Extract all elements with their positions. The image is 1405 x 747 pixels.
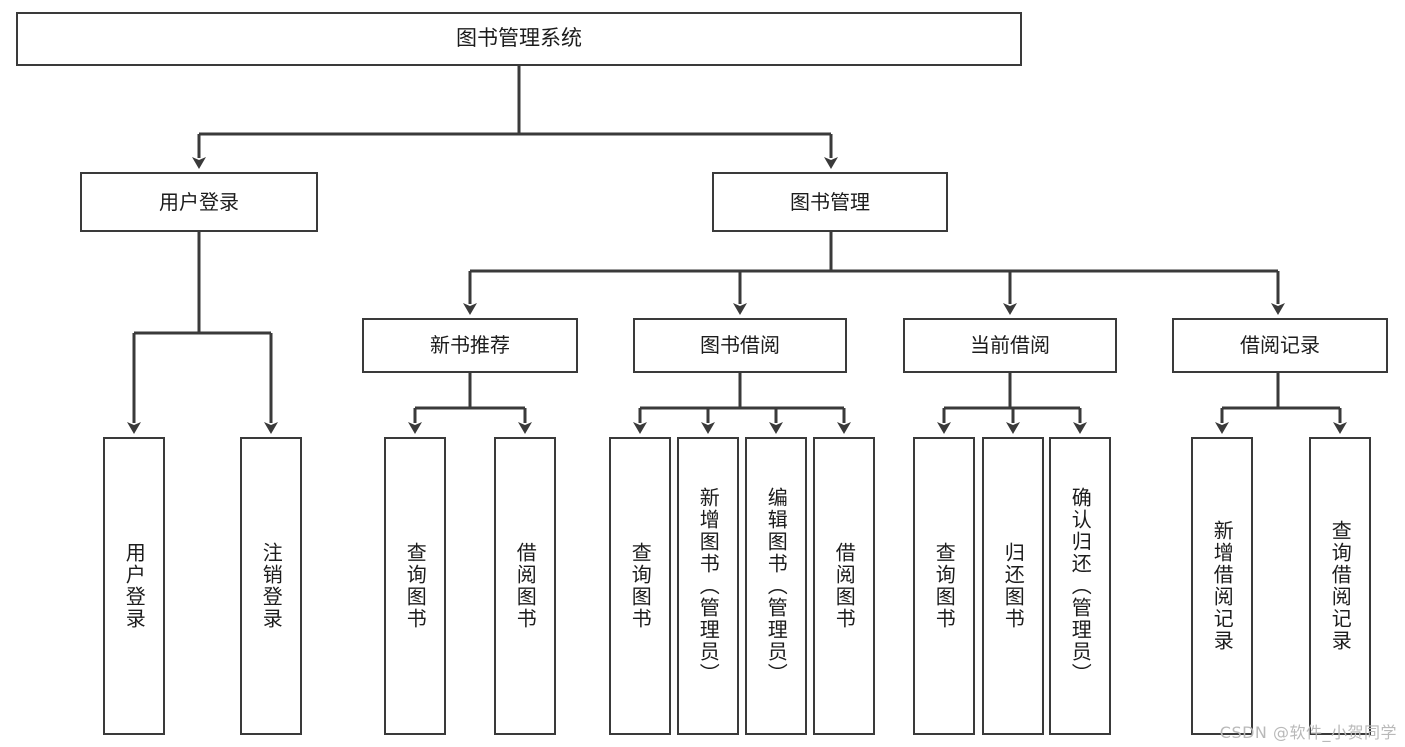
leaf-query-book-current-label: 查询图书 — [932, 542, 957, 630]
leaf-user-login[interactable]: 用户登录 — [103, 437, 165, 735]
leaf-confirm-return-admin[interactable]: 确认归还（管理员） — [1049, 437, 1111, 735]
node-book-borrow[interactable]: 图书借阅 — [633, 318, 847, 373]
node-book-management-label: 图书管理 — [790, 189, 870, 214]
node-new-book-recommend[interactable]: 新书推荐 — [362, 318, 578, 373]
leaf-borrow-book[interactable]: 借阅图书 — [813, 437, 875, 735]
node-current-borrow-label: 当前借阅 — [970, 333, 1050, 358]
leaf-return-book-label: 归还图书 — [1001, 542, 1026, 630]
leaf-query-book-rec-label: 查询图书 — [403, 542, 428, 630]
leaf-logout-label: 注销登录 — [259, 542, 284, 630]
node-borrow-record[interactable]: 借阅记录 — [1172, 318, 1388, 373]
leaf-return-book[interactable]: 归还图书 — [982, 437, 1044, 735]
leaf-borrow-book-rec[interactable]: 借阅图书 — [494, 437, 556, 735]
leaf-query-book-current[interactable]: 查询图书 — [913, 437, 975, 735]
node-user-login-label: 用户登录 — [159, 189, 239, 214]
node-current-borrow[interactable]: 当前借阅 — [903, 318, 1117, 373]
leaf-add-borrow-record-label: 新增借阅记录 — [1210, 520, 1235, 652]
node-borrow-record-label: 借阅记录 — [1240, 333, 1320, 358]
leaf-user-login-label: 用户登录 — [122, 542, 147, 630]
leaf-add-borrow-record[interactable]: 新增借阅记录 — [1191, 437, 1253, 735]
node-root[interactable]: 图书管理系统 — [16, 12, 1022, 66]
leaf-confirm-return-admin-label: 确认归还（管理员） — [1068, 487, 1093, 685]
leaf-borrow-book-rec-label: 借阅图书 — [513, 542, 538, 630]
leaf-borrow-book-label: 借阅图书 — [832, 542, 857, 630]
leaf-add-book-admin[interactable]: 新增图书（管理员） — [677, 437, 739, 735]
node-book-management[interactable]: 图书管理 — [712, 172, 948, 232]
leaf-query-borrow-record-label: 查询借阅记录 — [1328, 520, 1353, 652]
node-user-login[interactable]: 用户登录 — [80, 172, 318, 232]
leaf-edit-book-admin-label: 编辑图书（管理员） — [764, 487, 789, 685]
leaf-query-book-borrow[interactable]: 查询图书 — [609, 437, 671, 735]
leaf-logout[interactable]: 注销登录 — [240, 437, 302, 735]
leaf-edit-book-admin[interactable]: 编辑图书（管理员） — [745, 437, 807, 735]
node-root-label: 图书管理系统 — [456, 26, 582, 51]
leaf-query-book-rec[interactable]: 查询图书 — [384, 437, 446, 735]
node-new-book-recommend-label: 新书推荐 — [430, 333, 510, 358]
leaf-query-book-borrow-label: 查询图书 — [628, 542, 653, 630]
node-book-borrow-label: 图书借阅 — [700, 333, 780, 358]
leaf-query-borrow-record[interactable]: 查询借阅记录 — [1309, 437, 1371, 735]
leaf-add-book-admin-label: 新增图书（管理员） — [696, 487, 721, 685]
